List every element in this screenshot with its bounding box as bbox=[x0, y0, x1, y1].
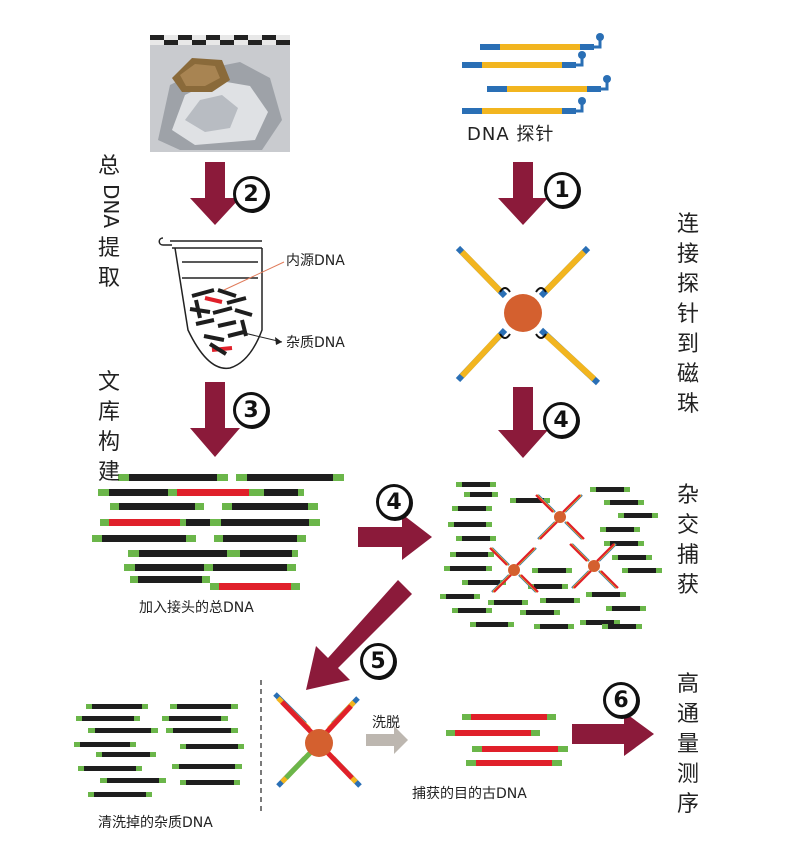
arrow-down-4 bbox=[498, 387, 548, 458]
step-5-badge: 5 bbox=[360, 643, 396, 679]
probe-label: DNA 探针 bbox=[467, 124, 555, 145]
arrow-diag-5 bbox=[306, 580, 412, 690]
elute-label: 洗脱 bbox=[372, 715, 400, 731]
endogenous-dna-label: 内源DNA bbox=[286, 253, 345, 269]
library-fragments bbox=[92, 474, 344, 590]
washed-dna-label: 清洗掉的杂质DNA bbox=[98, 815, 213, 831]
step-1-badge: 1 bbox=[544, 172, 580, 208]
attach-probe-label: 连接探针到磁珠 bbox=[676, 212, 699, 417]
eluted-bead bbox=[273, 692, 362, 788]
captured-fragments bbox=[446, 714, 568, 766]
step-2-badge: 2 bbox=[233, 176, 269, 212]
step-4-badge-down: 4 bbox=[543, 402, 579, 438]
hybrid-capture-beads bbox=[489, 494, 619, 593]
arrow-right-6 bbox=[572, 712, 654, 756]
tube-fragments bbox=[189, 288, 253, 356]
bone-sample-photo bbox=[150, 35, 290, 152]
sequencing-label: 高通量测序 bbox=[676, 672, 699, 817]
captured-dna-label: 捕获的目的古DNA bbox=[412, 786, 527, 802]
hybrid-capture-fragments bbox=[440, 482, 662, 629]
bead-with-probes bbox=[455, 245, 601, 386]
adapter-total-dna-label: 加入接头的总DNA bbox=[139, 600, 254, 616]
arrow-down-1 bbox=[498, 162, 548, 225]
step-4-badge-right: 4 bbox=[376, 484, 412, 520]
step-3-badge: 3 bbox=[233, 392, 269, 428]
arrow-down-2 bbox=[190, 162, 240, 225]
arrow-right-4 bbox=[358, 514, 432, 560]
process-arrows bbox=[190, 162, 654, 756]
tube-pointers bbox=[223, 261, 285, 345]
washed-contaminant-fragments bbox=[74, 704, 244, 797]
hybrid-capture-label: 杂交捕获 bbox=[676, 483, 699, 598]
elute-arrow bbox=[366, 726, 408, 754]
library-build-label: 文库构建 bbox=[97, 370, 120, 485]
contaminant-dna-label: 杂质DNA bbox=[286, 335, 345, 351]
step-6-badge: 6 bbox=[603, 682, 639, 718]
dna-probes bbox=[462, 33, 611, 114]
arrow-down-3 bbox=[190, 382, 240, 457]
sample-tube bbox=[158, 237, 263, 370]
